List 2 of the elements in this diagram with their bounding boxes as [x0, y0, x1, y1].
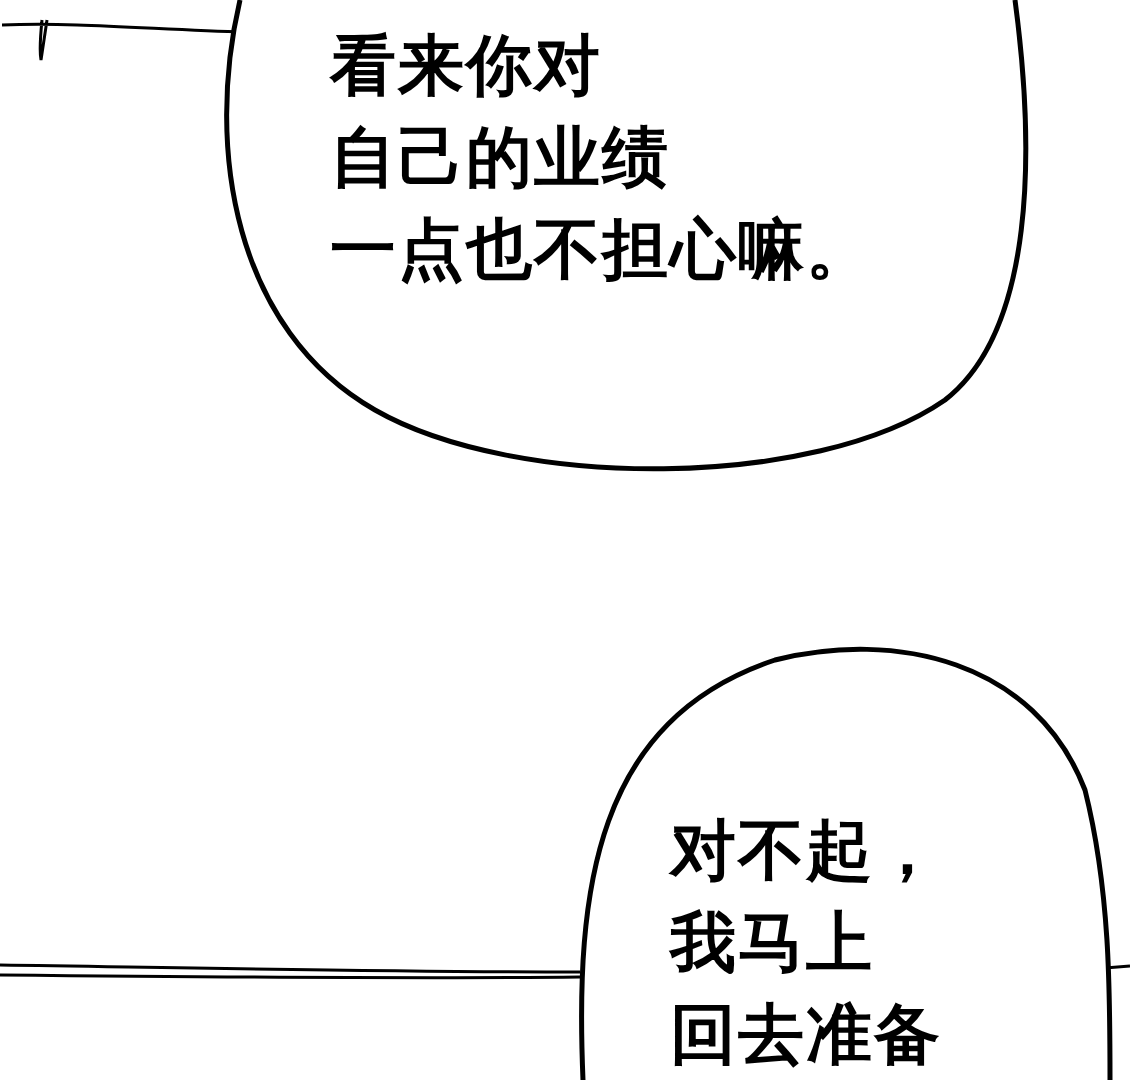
speech-text: 看来你对自己的业绩一点也不担心嘛。	[330, 26, 874, 290]
speech-text: 对不起，我马上回去准备	[670, 811, 942, 1075]
